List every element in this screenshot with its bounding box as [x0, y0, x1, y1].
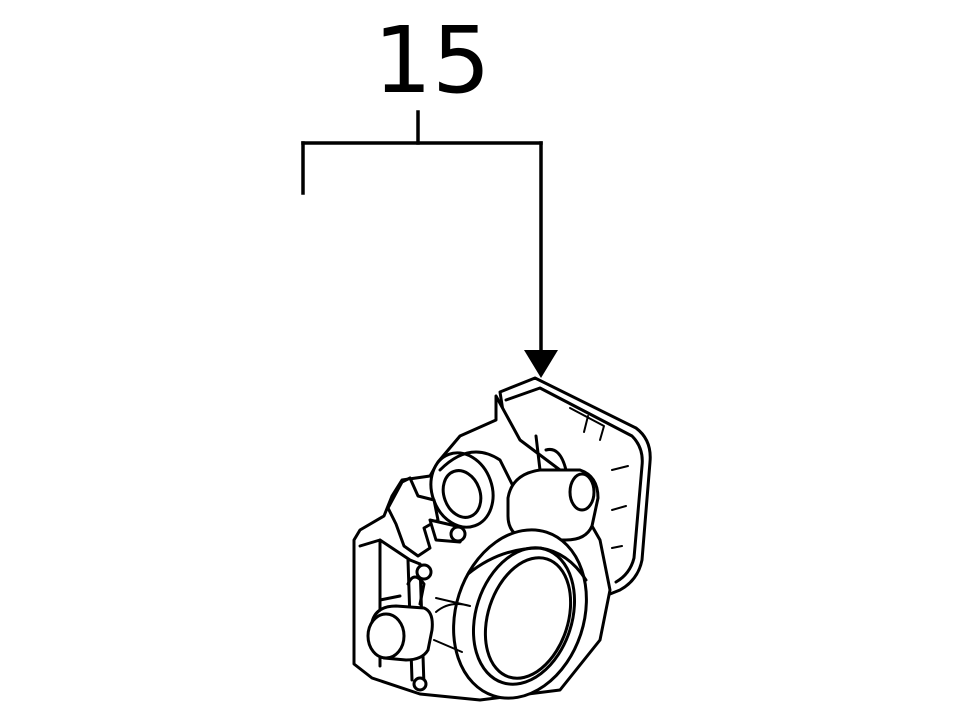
flange-rib — [569, 407, 605, 441]
flange-ribs-side — [611, 465, 629, 549]
mount-screw-bottom — [412, 676, 428, 692]
callout-number: 15 — [373, 7, 490, 114]
top-boss-cap-line — [438, 450, 522, 502]
top-boss-inner — [441, 469, 483, 519]
throttle-body-illustration — [352, 376, 652, 702]
bore-top-contour — [466, 546, 588, 582]
bore-inner-ring — [483, 556, 573, 680]
rear-flange-inner-edge — [504, 386, 644, 584]
callout-leader — [301, 110, 558, 378]
lever-pin-head — [449, 525, 467, 543]
sensor-bracket — [406, 575, 426, 606]
mount-screw-top — [415, 563, 433, 581]
actuator-connector-end — [568, 472, 596, 512]
actuator-bracket — [534, 434, 568, 472]
sensor-cap — [366, 612, 406, 660]
leader-arrowhead — [524, 350, 558, 378]
throttle-lever — [386, 476, 440, 558]
housing-detail-lines — [433, 597, 471, 653]
